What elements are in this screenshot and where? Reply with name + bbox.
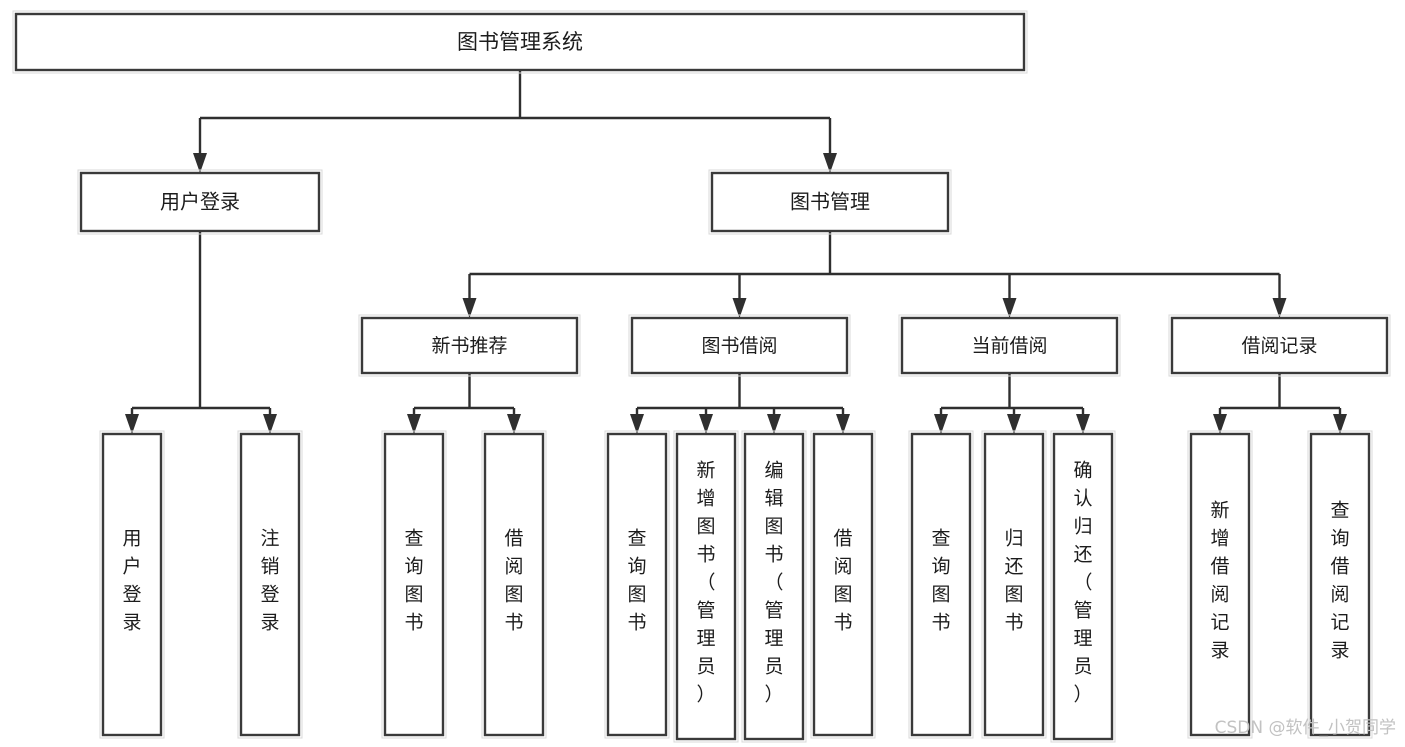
connectors-layer <box>125 70 1347 434</box>
node-label: 用户登录 <box>122 528 141 634</box>
node-query-book-3[interactable]: 查询图书 <box>908 430 974 739</box>
node-label: 图书借阅 <box>701 335 777 357</box>
node-label: 新增借阅记录 <box>1210 500 1229 662</box>
connector-arrowhead <box>1076 414 1090 434</box>
node-label: 查询图书 <box>404 528 423 634</box>
node-book-borrow[interactable]: 图书借阅 <box>628 314 851 377</box>
node-label: 新增图书（管理员） <box>696 460 715 706</box>
node-borrow-book-1[interactable]: 借阅图书 <box>481 430 547 739</box>
connector-arrowhead <box>407 414 421 434</box>
node-label: 注销登录 <box>260 528 279 634</box>
connector-arrowhead <box>263 414 277 434</box>
node-label: 用户登录 <box>160 190 240 214</box>
connector-arrowhead <box>767 414 781 434</box>
node-label: 归还图书 <box>1004 528 1023 634</box>
node-user-login-do[interactable]: 用户登录 <box>99 430 165 739</box>
node-label: 借阅记录 <box>1241 335 1317 357</box>
node-borrow-book-2[interactable]: 借阅图书 <box>810 430 876 739</box>
node-confirm-return-admin[interactable]: 确认归还（管理员） <box>1050 430 1116 743</box>
node-label: 图书管理系统 <box>457 30 583 54</box>
node-label: 借阅图书 <box>833 528 852 634</box>
nodes-layer: 图书管理系统用户登录用户登录注销登录图书管理新书推荐查询图书借阅图书图书借阅查询… <box>12 10 1391 743</box>
node-label: 新书推荐 <box>431 335 507 357</box>
connector-arrowhead <box>1007 414 1021 434</box>
node-borrow-record[interactable]: 借阅记录 <box>1168 314 1391 377</box>
node-label: 当前借阅 <box>971 335 1047 357</box>
node-add-borrow-record[interactable]: 新增借阅记录 <box>1187 430 1253 739</box>
node-query-borrow-record[interactable]: 查询借阅记录 <box>1307 430 1373 739</box>
connector-arrowhead <box>630 414 644 434</box>
node-label: 确认归还（管理员） <box>1073 460 1092 706</box>
node-label: 编辑图书（管理员） <box>764 460 783 706</box>
node-return-book[interactable]: 归还图书 <box>981 430 1047 739</box>
node-label: 查询图书 <box>931 528 950 634</box>
connector-arrowhead <box>125 414 139 434</box>
connector-arrowhead <box>1002 298 1017 318</box>
connector-arrowhead <box>1333 414 1347 434</box>
node-user-login[interactable]: 用户登录 <box>77 169 323 235</box>
csdn-watermark: CSDN @软件_小贺同学 <box>1215 718 1396 738</box>
connector-arrowhead <box>462 298 477 318</box>
connector-arrowhead <box>1272 298 1287 318</box>
connector-arrowhead <box>1213 414 1227 434</box>
node-book-management[interactable]: 图书管理 <box>708 169 952 235</box>
connector-arrowhead <box>732 298 747 318</box>
node-query-book-1[interactable]: 查询图书 <box>381 430 447 739</box>
connector-arrowhead <box>193 153 207 173</box>
connector-arrowhead <box>507 414 521 434</box>
node-current-borrow[interactable]: 当前借阅 <box>898 314 1121 377</box>
connector-arrowhead <box>699 414 713 434</box>
node-root-title[interactable]: 图书管理系统 <box>12 10 1028 74</box>
node-add-book-admin[interactable]: 新增图书（管理员） <box>673 430 739 743</box>
connector-arrowhead <box>934 414 948 434</box>
node-label: 查询借阅记录 <box>1330 500 1349 662</box>
connector-arrowhead <box>836 414 850 434</box>
node-label: 图书管理 <box>790 190 870 214</box>
connector-arrowhead <box>823 153 837 173</box>
node-label: 查询图书 <box>627 528 646 634</box>
node-new-book-recommend[interactable]: 新书推荐 <box>358 314 581 377</box>
node-edit-book-admin[interactable]: 编辑图书（管理员） <box>741 430 807 743</box>
node-query-book-2[interactable]: 查询图书 <box>604 430 670 739</box>
node-label: 借阅图书 <box>504 528 523 634</box>
node-user-logout[interactable]: 注销登录 <box>237 430 303 739</box>
